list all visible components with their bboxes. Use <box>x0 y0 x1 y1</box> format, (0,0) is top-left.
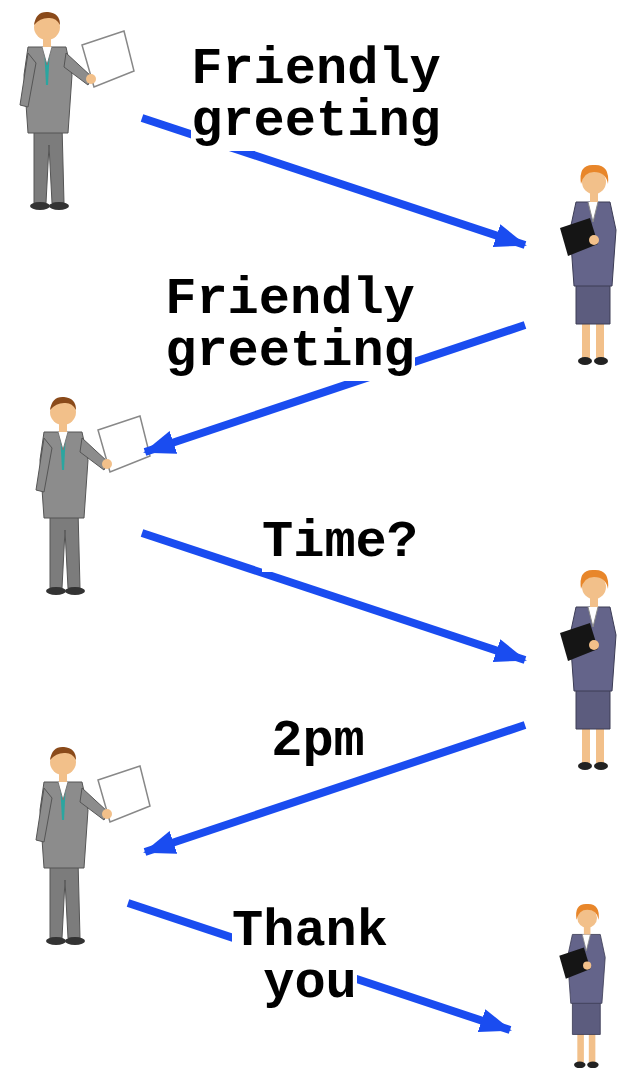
message-label-box: Friendly greeting <box>140 274 440 378</box>
woman-figure <box>560 570 616 770</box>
message-label: 2pm <box>271 712 365 771</box>
message-label-box: 2pm <box>168 716 468 768</box>
woman-figure <box>559 904 605 1068</box>
message-label-box: Thank you <box>210 906 410 1010</box>
message-label: Time? <box>262 513 418 572</box>
message-label-box: Time? <box>190 517 490 569</box>
message-arrow <box>128 903 510 1030</box>
message-label-box: Friendly greeting <box>166 44 466 148</box>
man-figure <box>36 397 150 595</box>
man-figure <box>36 747 150 945</box>
man-figure <box>20 12 134 210</box>
message-label: Friendly greeting <box>165 270 415 381</box>
message-label: Thank you <box>232 902 388 1013</box>
woman-figure <box>560 165 616 365</box>
message-label: Friendly greeting <box>191 40 441 151</box>
